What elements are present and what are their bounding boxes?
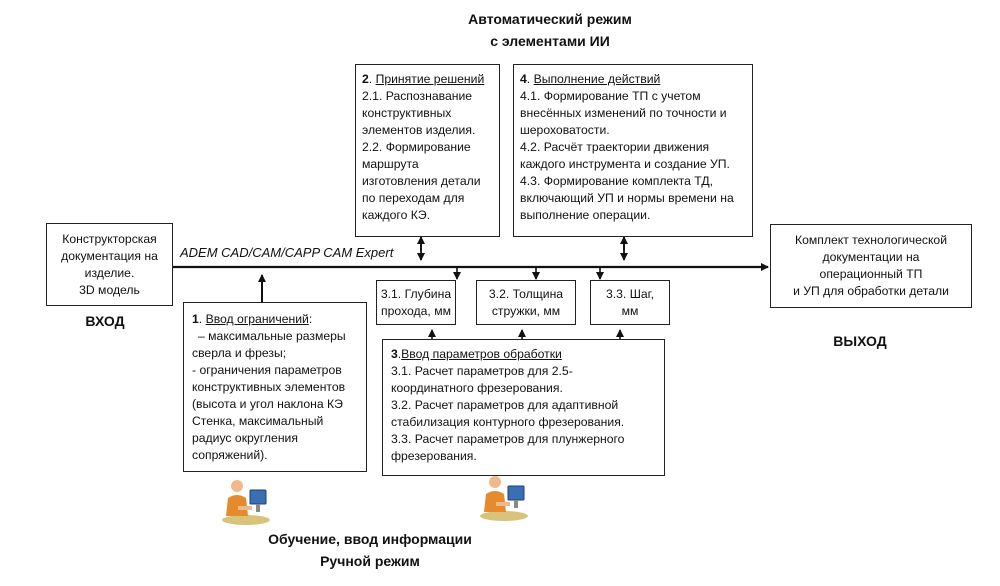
actions-execution-box: 4. Выполнение действий 4.1. Формирование… (513, 64, 753, 237)
box2-line: 2.1. Распознавание (362, 89, 473, 103)
box4-number: 4 (520, 72, 527, 86)
box1-line: сопряжений). (192, 448, 268, 462)
box3-line: 3.1. Расчет параметров для 2.5- (391, 364, 573, 378)
param-step-box: 3.3. Шаг, мм (590, 280, 670, 325)
box4-line: 4.3. Формирование комплекта ТД, (520, 174, 713, 188)
output-line: операционный ТП (819, 267, 923, 281)
constraints-input-box: 1. Ввод ограничений: – максимальные разм… (183, 302, 367, 472)
box4-line: каждого инструмента и создание УП. (520, 157, 730, 171)
param-chip-thickness-box: 3.2. Толщина стружки, мм (476, 280, 576, 325)
top-title-line1: Автоматический режим (468, 11, 632, 27)
box1-colon: : (308, 312, 313, 326)
box4-heading: Выполнение действий (533, 72, 661, 86)
param31-line: прохода, мм (381, 304, 451, 318)
box1-number: 1 (192, 312, 199, 326)
box1-line: (высота и угол наклона КЭ (192, 397, 343, 411)
bottom-title: Обучение, ввод информации Ручной режим (220, 528, 520, 572)
box2-line: изготовления детали (362, 174, 481, 188)
box3-line: стабилизация контурного фрезерования. (391, 415, 625, 429)
box4-line: внесённых изменений по точности и (520, 106, 727, 120)
box4-line: 4.1. Формирование ТП с учетом (520, 89, 701, 103)
param33-line: 3.3. Шаг, (605, 287, 654, 301)
output-line: документации на (822, 250, 920, 264)
box1-line: радиус округления (192, 431, 298, 445)
output-documentation-box: Комплект технологической документации на… (770, 224, 972, 308)
input-documentation-box: Конструкторская документация на изделие.… (46, 223, 173, 306)
box2-line: по переходам для (362, 191, 465, 205)
box4-line: выполнение операции. (520, 208, 651, 222)
box1-line: Стенка, максимальный (192, 414, 324, 428)
box2-line: конструктивных (362, 106, 452, 120)
top-title: Автоматический режим с элементами ИИ (400, 8, 700, 52)
decision-making-box: 2. Принятие решений 2.1. Распознавание к… (355, 64, 500, 237)
box1-line: конструктивных элементов (192, 380, 346, 394)
input-line: Конструкторская (62, 232, 157, 246)
input-line: документация на (61, 249, 158, 263)
bottom-title-line2: Ручной режим (320, 553, 420, 569)
box3-line: 3.3. Расчет параметров для плунжерного (391, 432, 625, 446)
box4-line: включающий УП и нормы времени на (520, 191, 734, 205)
output-line: и УП для обработки детали (793, 284, 949, 298)
box3-heading: Ввод параметров обработки (401, 347, 562, 361)
box2-line: маршрута (362, 157, 419, 171)
box3-line: координатного фрезерования. (391, 381, 563, 395)
box1-line: - ограничения параметров (192, 363, 342, 377)
box3-line: 3.2. Расчет параметров для адаптивной (391, 398, 619, 412)
bus-label: ADEM CAD/CAM/CAPP CAM Expert (180, 245, 394, 260)
box1-line: сверла и фрезы; (192, 346, 287, 360)
top-title-line2: с элементами ИИ (490, 33, 610, 49)
box2-line: 2.2. Формирование (362, 140, 471, 154)
operator-at-computer-icon (222, 480, 270, 525)
box4-line: шероховатости. (520, 123, 610, 137)
processing-params-box: 3.Ввод параметров обработки 3.1. Расчет … (382, 339, 665, 476)
output-line: Комплект технологической (794, 233, 948, 247)
input-line: изделие. (84, 266, 135, 280)
box4-line: 4.2. Расчёт траектории движения (520, 140, 710, 154)
box3-line: фрезерования. (391, 449, 477, 463)
param32-line: 3.2. Толщина (488, 287, 564, 301)
param31-line: 3.1. Глубина (380, 287, 452, 301)
box3-number: 3 (391, 347, 398, 361)
box1-line: – максимальные размеры (198, 329, 346, 343)
box2-heading: Принятие решений (375, 72, 485, 86)
input-line: 3D модель (79, 283, 140, 297)
input-label: ВХОД (85, 313, 125, 329)
box1-heading: Ввод ограничений (205, 312, 309, 326)
bottom-title-line1: Обучение, ввод информации (268, 531, 472, 547)
param33-line: мм (621, 304, 639, 318)
param-depth-box: 3.1. Глубина прохода, мм (376, 280, 456, 325)
box2-line: каждого КЭ. (362, 208, 431, 222)
output-label: ВЫХОД (833, 333, 887, 349)
box2-number: 2 (362, 72, 369, 86)
operator-at-computer-icon (480, 476, 528, 521)
param32-line: стружки, мм (491, 304, 561, 318)
box2-line: элементов изделия. (362, 123, 476, 137)
